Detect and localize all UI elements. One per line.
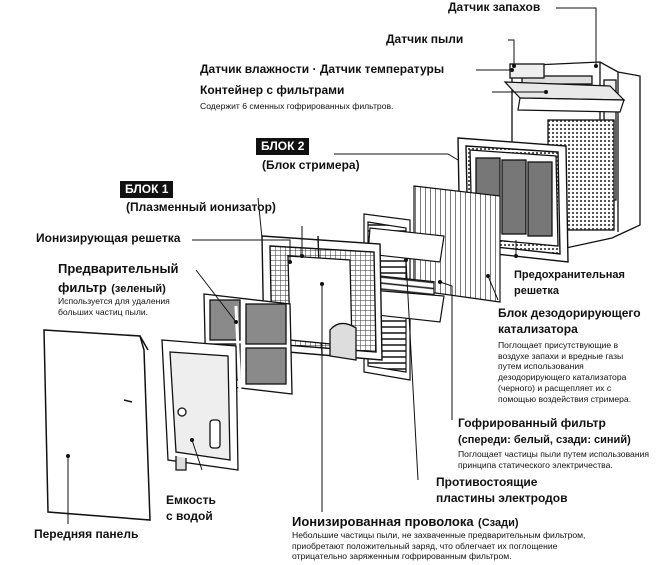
leader-lines xyxy=(67,7,597,524)
badge-block-1: БЛОК 1 xyxy=(120,181,174,198)
label-pleated-filter: Гофрированный фильтр xyxy=(458,416,606,430)
filter-container-drawer xyxy=(503,81,626,113)
label-front-panel: Передняя панель xyxy=(34,527,139,541)
label-humidity-temp-sensor: Датчик влажности · Датчик температуры xyxy=(200,62,445,76)
label-electrodes-line1: Противостоящие xyxy=(436,475,538,489)
label-prefilter-line2: фильтр xyxy=(58,280,107,295)
label-filter-container: Контейнер с фильтрами xyxy=(200,83,345,97)
label-dust-sensor: Датчик пыли xyxy=(386,32,464,46)
water-tank-bracket xyxy=(161,339,239,471)
label-water-line2: с водой xyxy=(166,509,213,523)
label-prefilter-line2-group: фильтр (зеленый) xyxy=(58,279,166,297)
badge-block-2: БЛОК 2 xyxy=(256,138,310,155)
note-prefilter: Используется для удаления больших частиц… xyxy=(58,296,170,317)
label-prefilter-line1: Предварительный xyxy=(58,261,179,276)
label-pleated-filter-sub: (спереди: белый, сзади: синий) xyxy=(458,434,631,446)
label-safety-grid-line2: решетка xyxy=(514,285,559,297)
label-deodor-line2: катализатора xyxy=(498,322,578,336)
label-block-1-sub: (Плазменный ионизатор) xyxy=(126,200,276,214)
label-prefilter-green: (зеленый) xyxy=(111,283,166,295)
label-ion-wire-group: Ионизированная проволока (Сзади) xyxy=(292,513,519,531)
label-water-line1: Емкость xyxy=(166,493,216,507)
note-deodor: Поглощает присутствующие в воздухе запах… xyxy=(498,340,632,404)
note-ion-wire: Небольшие частицы пыли, не захваченные п… xyxy=(292,530,586,562)
label-ion-wire: Ионизированная проволока xyxy=(292,514,474,529)
label-electrodes-line2: пластины электродов xyxy=(436,491,568,505)
label-ionizing-grid: Ионизирующая решетка xyxy=(36,231,181,245)
label-odor-sensor: Датчик запахов xyxy=(448,0,541,14)
note-filter-container: Содержит 6 сменных гофрированных фильтро… xyxy=(200,101,394,111)
label-deodor-line1: Блок дезодорирующего xyxy=(498,306,641,320)
label-ion-wire-sub: (Сзади) xyxy=(478,517,519,529)
label-safety-grid-line1: Предохранительная xyxy=(514,269,625,281)
label-block-2-sub: (Блок стримера) xyxy=(262,158,360,172)
front-panel-shape xyxy=(43,329,151,521)
leader-dots xyxy=(66,64,598,458)
note-pleated-filter: Поглощает частицы пыли путем использован… xyxy=(458,449,650,470)
